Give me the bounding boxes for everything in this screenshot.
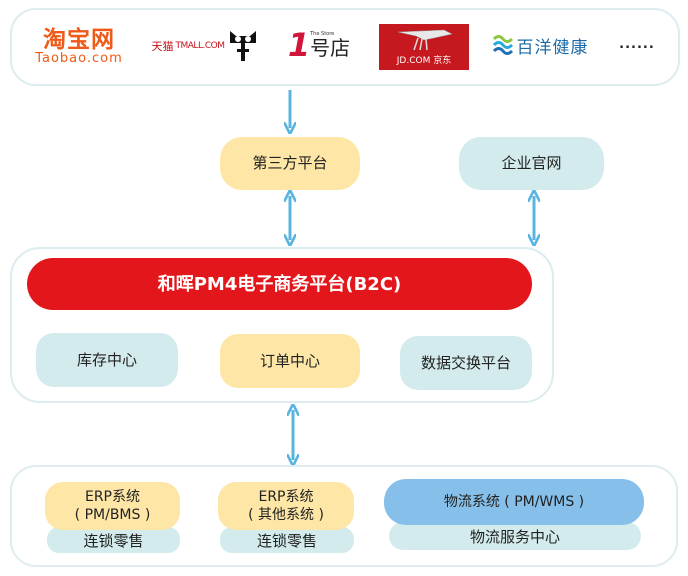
- erp1-retail-box: 连锁零售: [47, 527, 180, 553]
- yhd-logo: 1 The Store 号店: [284, 24, 354, 66]
- erp1-system-subtitle: ( PM/BMS ): [74, 507, 151, 523]
- erp2-retail-label: 连锁零售: [256, 531, 317, 550]
- baiyang-logo-cn: 百洋健康: [516, 37, 589, 58]
- erp2-system-subtitle: ( 其他系统 ): [248, 507, 324, 523]
- taobao-logo-en: Taobao.com: [35, 51, 123, 66]
- erp2-system-title: ERP系统: [258, 489, 314, 505]
- baiyang-logo: 百洋健康: [488, 30, 592, 60]
- pm4-platform-banner: 和晖PM4电子商务平台(B2C): [27, 258, 532, 310]
- official-site-label: 企业官网: [501, 154, 562, 172]
- third-party-platform-label: 第三方平台: [252, 154, 328, 172]
- tmall-logo-en: TMALL.COM: [175, 41, 225, 51]
- platform-logos-panel: [10, 8, 680, 86]
- yhd-logo-cn: 号店: [310, 36, 351, 60]
- erp1-system-box: ERP系统 ( PM/BMS ): [45, 482, 180, 530]
- pm4-platform-title: 和晖PM4电子商务平台(B2C): [157, 273, 402, 295]
- data-exchange-box: 数据交换平台: [400, 336, 532, 390]
- official-site-box: 企业官网: [459, 137, 604, 190]
- baiyang-waves-icon: [492, 35, 513, 55]
- erp2-system-box: ERP系统 ( 其他系统 ): [218, 482, 354, 530]
- jd-logo: JD.COM 京东: [379, 24, 469, 70]
- order-center-box: 订单中心: [220, 334, 360, 388]
- tmall-cat-icon: [230, 31, 257, 61]
- more-platforms-ellipsis: ......: [612, 32, 662, 56]
- erp2-retail-box: 连锁零售: [220, 527, 354, 553]
- yhd-logo-number: 1: [287, 26, 311, 64]
- order-center-label: 订单中心: [259, 351, 320, 370]
- yhd-logo-text: The Store 号店: [310, 31, 350, 59]
- inventory-center-label: 库存中心: [76, 350, 137, 369]
- logistics-service-label: 物流服务中心: [469, 527, 560, 546]
- data-exchange-label: 数据交换平台: [420, 353, 511, 372]
- logistics-system-label: 物流系统 ( PM/WMS ): [443, 493, 585, 510]
- taobao-logo: 淘宝网 Taobao.com: [28, 26, 130, 68]
- jd-dog-icon: [397, 29, 453, 51]
- more-platforms-text: ......: [619, 36, 655, 52]
- taobao-logo-cn: 淘宝网: [43, 27, 115, 53]
- tmall-logo: 天猫 TMALL.COM: [146, 28, 264, 64]
- third-party-platform-box: 第三方平台: [220, 137, 360, 190]
- inventory-center-box: 库存中心: [36, 333, 178, 387]
- tmall-logo-cn: 天猫: [151, 40, 174, 53]
- logistics-service-box: 物流服务中心: [389, 522, 641, 550]
- yhd-logo-small: The Store: [310, 31, 335, 37]
- logistics-system-box: 物流系统 ( PM/WMS ): [384, 479, 644, 525]
- erp1-system-title: ERP系统: [84, 489, 140, 505]
- jd-logo-text: JD.COM 京东: [396, 56, 452, 66]
- erp1-retail-label: 连锁零售: [83, 531, 144, 550]
